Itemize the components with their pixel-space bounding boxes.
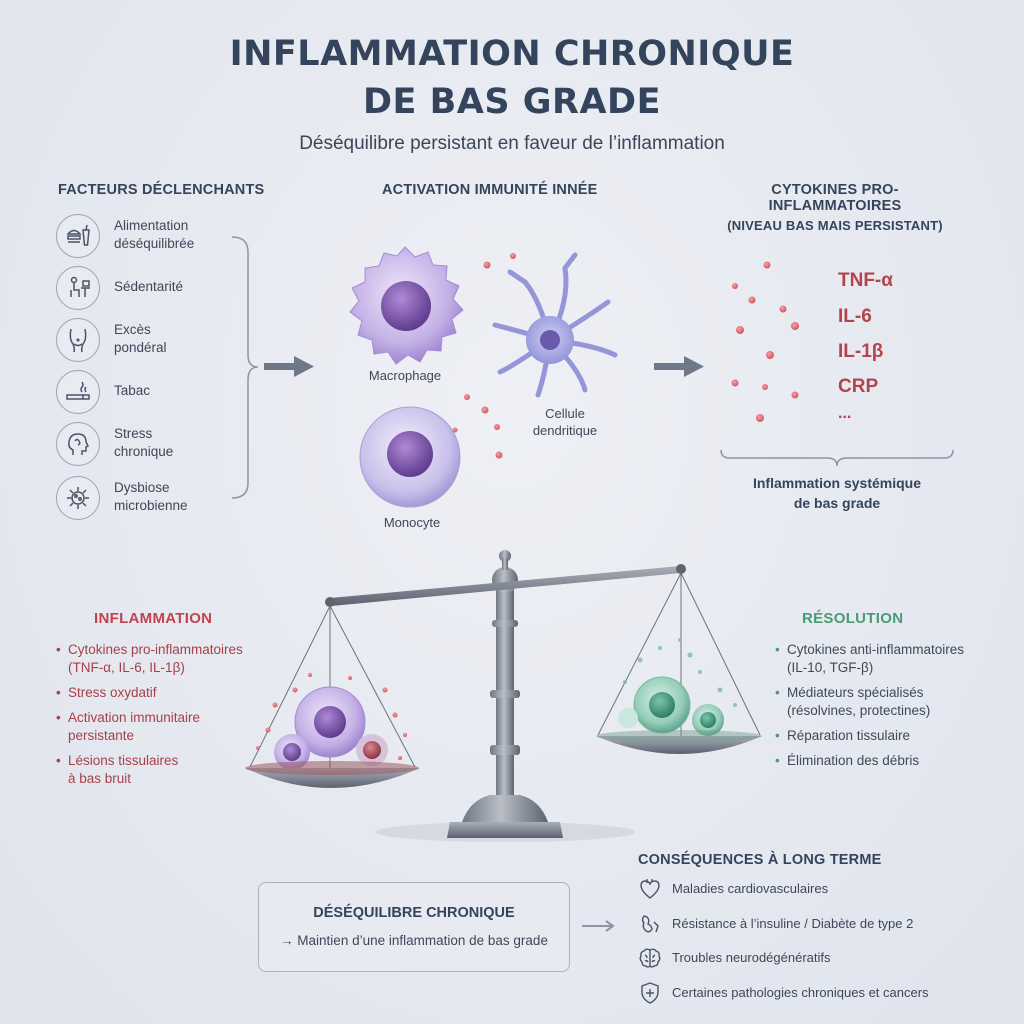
trigger-label-line: Tabac <box>114 383 151 398</box>
pancreas-icon <box>641 915 659 933</box>
released-cytokine-dots <box>452 253 516 459</box>
systemic-inflammation-label: Inflammation systémique de bas grade <box>727 473 947 513</box>
monocyte-cell <box>359 406 461 508</box>
systemic-line-2: de bas grade <box>793 495 881 511</box>
systemic-line-1: Inflammation systémique <box>752 475 922 491</box>
chronic-imbalance-box: DÉSÉQUILIBRE CHRONIQUE → Maintien d’une … <box>258 882 570 972</box>
immunity-heading: ACTIVATION IMMUNITÉ INNÉE <box>382 182 598 198</box>
page-subtitle: Déséquilibre persistant en faveur de l’i… <box>299 133 725 154</box>
resolution-list: Cytokines anti-inflammatoires(IL-10, TGF… <box>775 641 995 777</box>
balance-scale <box>249 550 761 842</box>
trigger-label: Dysbiose microbienne <box>114 479 284 515</box>
consequence-item: Résistance à l’insuline / Diabète de typ… <box>638 912 968 938</box>
microbe-icon <box>56 476 100 520</box>
trigger-label-line: Alimentation <box>114 218 189 233</box>
title-line-1: INFLAMMATION CHRONIQUE <box>229 34 795 74</box>
cytokine-label: ... <box>838 405 852 422</box>
list-item: Réparation tissulaire <box>775 727 995 745</box>
heart-icon <box>640 879 660 899</box>
arrow-to-cytokines <box>654 356 704 377</box>
triggers-bracket <box>231 236 259 499</box>
trigger-item: Sédentarité <box>56 266 286 312</box>
consequence-item: Maladies cardiovasculaires <box>638 877 968 903</box>
dendritic-label-line-1: Cellule <box>545 406 585 421</box>
shield-cross-icon <box>641 982 659 1004</box>
consequences-heading: CONSÉQUENCES À LONG TERME <box>638 852 882 868</box>
trigger-label: Sédentarité <box>114 278 284 296</box>
cytokine-label: TNF-α <box>838 270 893 291</box>
inflammation-pan <box>245 673 420 788</box>
desk-person-icon <box>56 266 100 310</box>
consequence-item: Troubles neurodégénératifs <box>638 946 968 972</box>
resolution-heading: RÉSOLUTION <box>802 610 904 627</box>
trigger-label: Tabac <box>114 382 284 400</box>
trigger-label: Alimentation déséquilibrée <box>114 217 284 253</box>
trigger-item: Stress chronique <box>56 422 286 468</box>
trigger-label-line: chronique <box>114 444 174 459</box>
trigger-item: Dysbiose microbienne <box>56 476 286 522</box>
imbalance-title: DÉSÉQUILIBRE CHRONIQUE <box>313 905 515 921</box>
macrophage-cell <box>349 246 464 365</box>
trigger-label-line: Dysbiose <box>114 480 170 495</box>
trigger-label-line: Stress <box>114 426 153 441</box>
triggers-heading: FACTEURS DÉCLENCHANTS <box>58 182 265 198</box>
consequence-label: Résistance à l’insuline / Diabète de typ… <box>672 916 914 931</box>
list-item: Cytokines pro-inflammatoires(TNF-α, IL-6… <box>56 641 276 677</box>
trigger-item: Excès pondéral <box>56 318 286 364</box>
food-icon <box>56 214 100 258</box>
consequence-label: Certaines pathologies chroniques et canc… <box>672 985 929 1000</box>
systemic-bracket <box>720 449 954 467</box>
consequence-label: Troubles neurodégénératifs <box>672 950 831 965</box>
trigger-label-line: déséquilibrée <box>114 236 195 251</box>
list-item: Stress oxydatif <box>56 684 276 702</box>
cytokine-label: IL-6 <box>838 306 872 327</box>
brain-icon <box>639 948 661 968</box>
trigger-label-line: Excès <box>114 322 151 337</box>
cytokine-label: IL-1β <box>838 341 884 362</box>
resolution-pan <box>596 638 762 754</box>
inflammation-heading: INFLAMMATION <box>94 610 213 627</box>
cytokine-label: CRP <box>838 376 879 397</box>
consequence-item: Certaines pathologies chroniques et canc… <box>638 981 968 1007</box>
cytokines-heading-line-2: (NIVEAU BAS MAIS PERSISTANT) <box>727 218 943 233</box>
cytokine-dots <box>731 261 799 422</box>
monocyte-label: Monocyte <box>383 515 441 530</box>
cigarette-icon <box>56 370 100 414</box>
head-stress-icon <box>56 422 100 466</box>
trigger-label-line: Sédentarité <box>114 279 184 294</box>
list-item: Élimination des débris <box>775 752 995 770</box>
cytokines-heading: CYTOKINES PRO-INFLAMMATOIRES (NIVEAU BAS… <box>710 182 960 233</box>
trigger-label-line: pondéral <box>114 340 167 355</box>
trigger-label: Stress chronique <box>114 425 284 461</box>
trigger-item: Tabac <box>56 370 286 416</box>
body-weight-icon <box>56 318 100 362</box>
dendritic-label-line-2: dendritique <box>532 423 598 438</box>
list-item: Cytokines anti-inflammatoires(IL-10, TGF… <box>775 641 995 677</box>
imbalance-text: → Maintien d’une inflammation de bas gra… <box>280 933 548 948</box>
dendritic-label: Cellule dendritique <box>510 405 620 439</box>
trigger-label: Excès pondéral <box>114 321 284 357</box>
page-title: INFLAMMATION CHRONIQUE DE BAS GRADE <box>0 30 1024 126</box>
title-line-2: DE BAS GRADE <box>362 82 662 122</box>
trigger-label-line: microbienne <box>114 498 188 513</box>
list-item: Médiateurs spécialisés(résolvines, prote… <box>775 684 995 720</box>
macrophage-label: Macrophage <box>368 368 442 383</box>
arrow-to-immunity <box>264 356 314 377</box>
consequence-label: Maladies cardiovasculaires <box>672 881 829 896</box>
arrow-to-consequences <box>582 920 615 932</box>
inflammation-list: Cytokines pro-inflammatoires(TNF-α, IL-6… <box>56 641 276 795</box>
cytokines-heading-line-1: CYTOKINES PRO-INFLAMMATOIRES <box>768 182 902 214</box>
trigger-item: Alimentation déséquilibrée <box>56 214 286 260</box>
